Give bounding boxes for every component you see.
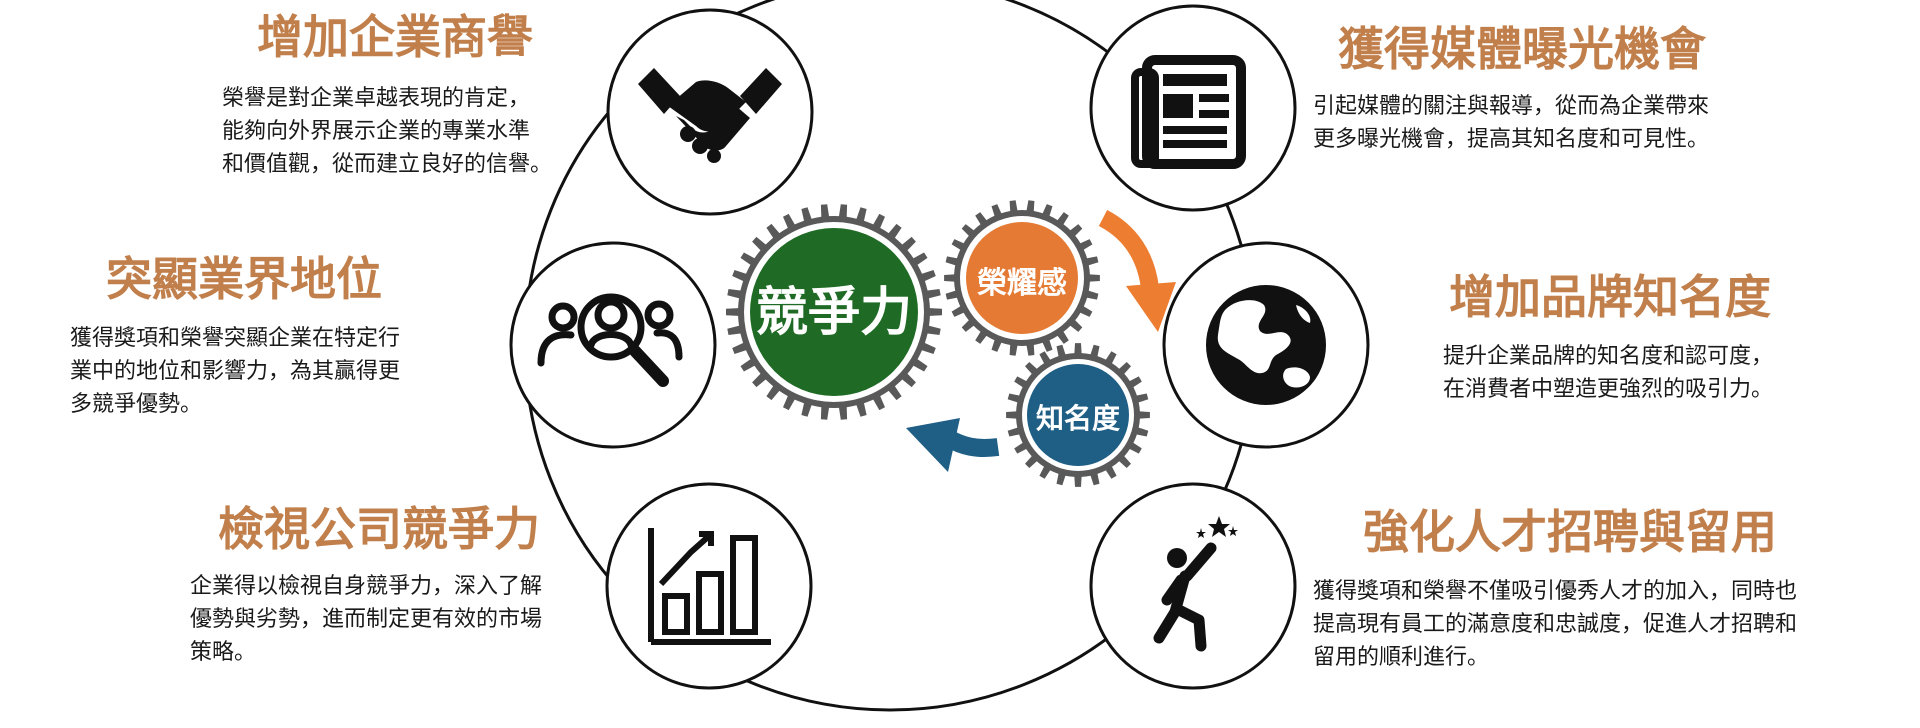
desc-line: 多競爭優勢。 [70, 392, 203, 417]
icon-circle-reputation [606, 8, 814, 216]
bar-chart-icon [648, 528, 771, 645]
icon-circle-brand [1162, 241, 1370, 449]
benefit-brand: 增加品牌知名度 提升企業品牌的知名度和認可度， 在消費者中塑造更強烈的吸引力。 [1443, 270, 1773, 406]
desc-line: 在消費者中塑造更強烈的吸引力。 [1443, 377, 1774, 402]
icon-circle-review [605, 482, 813, 690]
desc-line: 提高現有員工的滿意度和忠誠度，促進人才招聘和 [1313, 612, 1798, 637]
benefit-talent-desc: 獲得獎項和榮譽不僅吸引優秀人才的加入，同時也 提高現有員工的滿意度和忠誠度，促進… [1313, 575, 1797, 674]
benefit-talent: 強化人才招聘與留用 獲得獎項和榮譽不僅吸引優秀人才的加入，同時也 提高現有員工的… [1313, 505, 1797, 674]
icon-circle-talent [1089, 482, 1297, 690]
benefit-media: 獲得媒體曝光機會 引起媒體的關注與報導，從而為企業帶來 更多曝光機會，提高其知名… [1313, 22, 1709, 156]
benefit-reputation-desc: 榮譽是對企業卓越表現的肯定， 能夠向外界展示企業的專業水準 和價值觀，從而建立良… [222, 82, 552, 181]
desc-line: 策略。 [190, 640, 257, 665]
desc-line: 更多曝光機會，提高其知名度和可見性。 [1313, 127, 1710, 152]
benefit-reputation-title: 增加企業商譽 [257, 10, 533, 64]
desc-line: 業中的地位和影響力，為其贏得更 [70, 359, 401, 384]
benefit-industry-desc: 獲得獎項和榮譽突顯企業在特定行 業中的地位和影響力，為其贏得更 多競爭優勢。 [70, 322, 400, 421]
gear-honor-label: 榮耀感 [977, 266, 1067, 301]
gear-honor [944, 200, 1100, 356]
benefit-media-title: 獲得媒體曝光機會 [1338, 22, 1706, 76]
benefit-talent-title: 強化人才招聘與留用 [1363, 505, 1777, 559]
achiever-icon [1153, 516, 1238, 652]
benefit-industry: 突顯業界地位 獲得獎項和榮譽突顯企業在特定行 業中的地位和影響力，為其贏得更 多… [70, 252, 400, 421]
gear-competitiveness-label: 競爭力 [756, 283, 912, 343]
desc-line: 優勢與劣勢，進而制定更有效的市場 [190, 607, 543, 632]
globe-icon [1206, 285, 1326, 405]
desc-line: 榮譽是對企業卓越表現的肯定， [222, 86, 531, 111]
desc-line: 獲得獎項和榮譽不僅吸引優秀人才的加入，同時也 [1313, 579, 1798, 604]
benefit-brand-desc: 提升企業品牌的知名度和認可度， 在消費者中塑造更強烈的吸引力。 [1443, 340, 1773, 406]
benefit-brand-title: 增加品牌知名度 [1449, 270, 1771, 324]
arrow-blue [906, 418, 1000, 472]
gear-competitiveness [726, 204, 942, 420]
gear-awareness [1006, 343, 1150, 487]
benefit-media-desc: 引起媒體的關注與報導，從而為企業帶來 更多曝光機會，提高其知名度和可見性。 [1313, 90, 1709, 156]
benefit-reputation: 增加企業商譽 榮譽是對企業卓越表現的肯定， 能夠向外界展示企業的專業水準 和價值… [222, 10, 552, 181]
desc-line: 企業得以檢視自身競爭力，深入了解 [190, 574, 543, 599]
desc-line: 獲得獎項和榮譽突顯企業在特定行 [70, 326, 401, 351]
gear-awareness-label: 知名度 [1036, 402, 1120, 435]
benefit-review-desc: 企業得以檢視自身競爭力，深入了解 優勢與劣勢，進而制定更有效的市場 策略。 [190, 570, 542, 669]
handshake-icon [638, 68, 782, 163]
desc-line: 留用的順利進行。 [1313, 645, 1490, 670]
desc-line: 能夠向外界展示企業的專業水準 [222, 119, 531, 144]
benefit-review: 檢視公司競爭力 企業得以檢視自身競爭力，深入了解 優勢與劣勢，進而制定更有效的市… [190, 502, 542, 669]
icon-circle-industry [509, 241, 717, 449]
benefit-review-title: 檢視公司競爭力 [218, 502, 540, 556]
newspaper-icon [1131, 55, 1246, 169]
desc-line: 和價值觀，從而建立良好的信譽。 [222, 152, 553, 177]
arrow-orange [1098, 210, 1176, 332]
benefit-industry-title: 突顯業界地位 [106, 252, 382, 306]
icon-circle-media [1089, 4, 1297, 212]
search-people-icon [537, 293, 683, 387]
desc-line: 提升企業品牌的知名度和認可度， [1443, 344, 1774, 369]
desc-line: 引起媒體的關注與報導，從而為企業帶來 [1313, 94, 1710, 119]
